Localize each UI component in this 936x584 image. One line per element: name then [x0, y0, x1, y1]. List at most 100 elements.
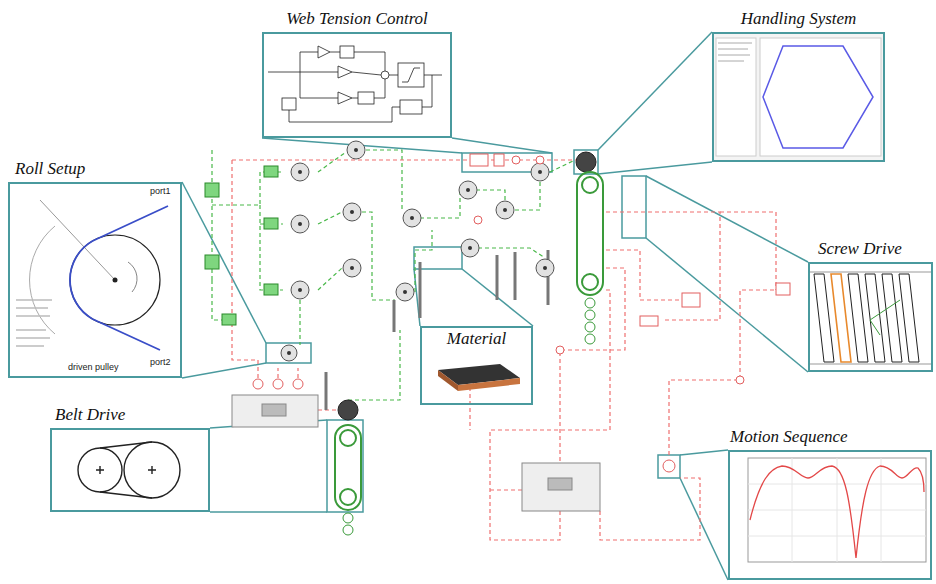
mechanical-wire — [318, 268, 342, 290]
mechanical-wire — [362, 212, 395, 300]
motor-symbol — [205, 255, 219, 269]
mechanical-wire — [318, 212, 342, 224]
callout-panel: Belt Drive — [50, 404, 210, 512]
driven-roller — [338, 152, 596, 420]
motion-chart — [748, 458, 926, 562]
driven-roller — [338, 400, 358, 420]
panel-title: Handling System — [741, 8, 857, 30]
signal-block — [736, 376, 744, 384]
roller-symbol — [461, 239, 479, 257]
pulley-sketch — [16, 345, 44, 347]
screenshot — [718, 43, 752, 61]
roller-hub — [468, 246, 472, 250]
signal-wire — [277, 368, 278, 378]
web-span — [514, 252, 517, 300]
panel-frame — [728, 450, 932, 580]
motion-chart — [748, 458, 926, 562]
panel-frame — [712, 32, 885, 162]
signal-wire — [232, 159, 578, 160]
callout-leader — [646, 238, 808, 372]
block-diagram — [354, 52, 385, 71]
signal-wire — [490, 489, 522, 490]
screenshot — [718, 49, 748, 50]
block-diagram — [374, 79, 385, 98]
signal-wire — [560, 268, 625, 463]
callout-leader — [646, 176, 808, 262]
motion-chart — [881, 458, 882, 562]
motor-symbol — [264, 218, 278, 229]
controller-block — [232, 395, 600, 511]
block-diagram — [422, 75, 432, 107]
mechanical-wire — [415, 230, 432, 292]
signal-wire — [606, 212, 720, 320]
signal-wire — [720, 212, 776, 290]
callout-leader — [574, 150, 598, 174]
panel-frame — [8, 182, 182, 378]
screw-sketch — [831, 274, 851, 362]
belt-sketch — [78, 442, 180, 498]
web-span — [326, 250, 548, 410]
belt-sketch — [100, 492, 152, 498]
driven-roller — [576, 152, 596, 172]
callout-leader — [598, 32, 712, 150]
roller-symbol — [291, 163, 309, 181]
mechanical-wire — [478, 248, 545, 258]
block-diagram — [282, 98, 296, 110]
mechanical-wire — [348, 330, 400, 400]
web-span — [419, 262, 422, 318]
panel-title: Screw Drive — [818, 238, 902, 260]
roller-symbol — [496, 201, 514, 219]
screw-sketch — [870, 300, 900, 320]
signal-block — [536, 156, 544, 164]
part-label: driven pulley — [68, 363, 119, 372]
panel-title-row: Screw Drive — [808, 238, 933, 262]
belt-drive-symbol — [582, 177, 598, 193]
screw-sketch — [810, 272, 931, 273]
roller-symbol — [396, 283, 414, 301]
signal-block — [640, 316, 658, 326]
material-slab — [458, 378, 520, 391]
block-diagram — [338, 66, 352, 78]
web-span — [496, 255, 499, 300]
callout-leader — [658, 455, 680, 478]
block-diagram — [318, 46, 330, 58]
roller-symbol — [281, 141, 554, 361]
motor-symbol — [205, 183, 219, 197]
pulley-sketch — [16, 337, 50, 339]
mechanical-wire — [550, 160, 575, 172]
roller-hub — [354, 148, 358, 152]
panel-title: Material — [447, 328, 507, 350]
block-diagram — [400, 100, 422, 114]
block-diagram — [381, 71, 389, 79]
block-diagram — [268, 46, 442, 122]
panel-title: Roll Setup — [15, 158, 85, 180]
panel-title-row: Handling System — [712, 8, 885, 32]
pulley-sketch — [16, 200, 168, 350]
signal-block — [512, 156, 520, 164]
screw-sketch — [810, 364, 931, 365]
block-diagram — [338, 92, 352, 104]
screenshot — [718, 55, 750, 56]
controller-block — [548, 478, 572, 490]
screw-sketch — [848, 274, 868, 362]
web-span — [547, 250, 550, 305]
roller-hub — [298, 222, 302, 226]
motion-chart — [792, 458, 793, 562]
block-diagram — [398, 63, 424, 87]
roller-symbol — [459, 181, 477, 199]
block-diagram — [300, 52, 318, 72]
panel-title-row: Motion Sequence — [728, 426, 932, 450]
signal-block — [494, 154, 504, 166]
panel-title-row: Material — [422, 328, 531, 352]
pulley-sketch — [40, 200, 115, 280]
roller-hub — [298, 288, 302, 292]
web-span — [393, 300, 396, 332]
screenshot — [718, 61, 744, 62]
motion-chart — [748, 458, 926, 562]
belt-sketch — [100, 442, 152, 448]
pulley-sketch — [16, 307, 48, 309]
belt-drive-symbol — [582, 274, 598, 290]
callout-leader — [598, 162, 712, 174]
gear-stack — [585, 334, 595, 344]
controller-block — [262, 404, 286, 416]
